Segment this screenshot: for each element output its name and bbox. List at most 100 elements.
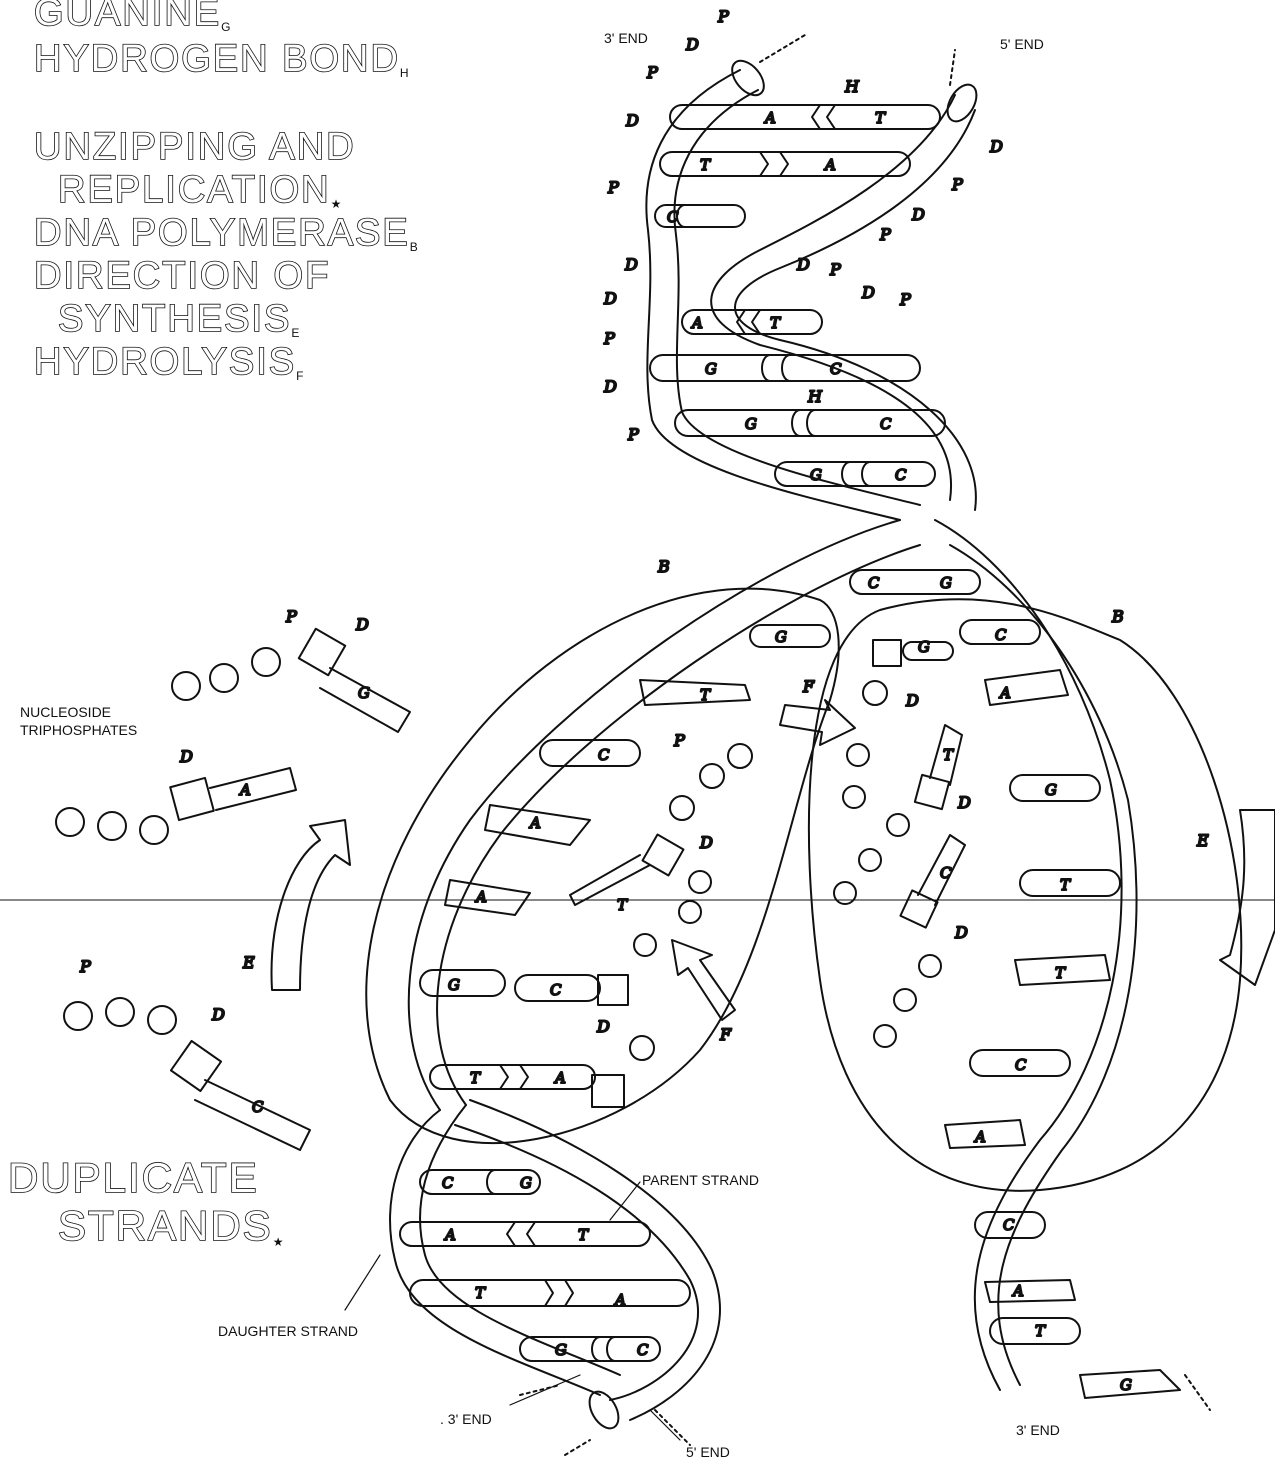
base-c-12: C (442, 1174, 454, 1192)
base-t-12: T (1035, 1322, 1046, 1340)
hand-d-11: D (179, 747, 193, 766)
base-t-5: T (470, 1069, 481, 1087)
middle-base-letters: C G G T C A A G C T A C A G T T C A (448, 574, 1071, 1146)
hand-p-6: P (951, 175, 963, 194)
base-c-11: C (252, 1098, 264, 1116)
hand-f-2: F (719, 1025, 732, 1044)
base-g-2: G (745, 415, 757, 433)
right-parent-strand-b (950, 545, 1137, 1385)
bottom-base-letters: C G A T T A G C (442, 1174, 649, 1359)
base-t-6: T (1060, 876, 1071, 894)
hand-d-2: D (625, 111, 639, 130)
base-g-4: G (940, 574, 952, 592)
base-a-12: A (1011, 1282, 1024, 1300)
top-hand-labels: P D P D P D D P D P H D P D P D P D P H (603, 7, 1003, 444)
hand-e-1: E (242, 953, 255, 972)
bottom-strand-end (584, 1387, 625, 1434)
base-a-7: A (998, 684, 1011, 702)
hand-d-13: D (699, 833, 713, 852)
incoming-letters: T G T C (617, 638, 954, 914)
hand-d-3: D (624, 255, 638, 274)
base-t-8: T (617, 896, 628, 914)
e-arrow-right (1220, 810, 1275, 985)
hand-d-9: D (861, 283, 875, 302)
left-daughter-bases (420, 625, 830, 1089)
base-g-11: G (555, 1341, 567, 1359)
base-c-10: C (940, 864, 952, 882)
left-polymerase (366, 589, 838, 1143)
top-strand-2-dots (950, 50, 955, 85)
top-strand-1-end (726, 55, 770, 101)
bottom-strand-a (390, 1110, 600, 1395)
hand-d-15: D (905, 691, 919, 710)
right-daughter-bases (945, 620, 1120, 1148)
bottom-strand-d (470, 1100, 720, 1420)
hand-b-2: B (1111, 607, 1124, 626)
bottom-right-letters: C A T G (1003, 1216, 1132, 1394)
base-c-3: C (880, 415, 892, 433)
hand-p-11: P (79, 957, 91, 976)
bottom-base-pairs (400, 1170, 690, 1361)
hand-d-1: D (685, 35, 699, 54)
base-c-6: C (598, 746, 610, 764)
base-t-4: T (700, 686, 711, 704)
base-g-9: G (358, 684, 370, 702)
hand-p-4: P (603, 329, 615, 348)
base-c-4: C (895, 466, 907, 484)
base-c-8: C (995, 626, 1007, 644)
bottom-right-bases (975, 1212, 1180, 1398)
base-a-1: A (763, 109, 776, 127)
base-t-7: T (1055, 964, 1066, 982)
base-t-3: T (770, 314, 781, 332)
bottom-strand-c (455, 1125, 698, 1400)
base-c-2: C (830, 360, 842, 378)
leader-3end (510, 1375, 580, 1405)
right-polymerase (809, 599, 1241, 1191)
hand-h-1: H (844, 77, 860, 96)
base-a-4: A (528, 814, 541, 832)
hand-h-2: H (807, 387, 823, 406)
base-g-5: G (775, 628, 787, 646)
base-a-10: A (443, 1226, 456, 1244)
hand-d-6: D (989, 137, 1003, 156)
hand-p-3: P (607, 178, 619, 197)
base-a-11: A (613, 1291, 626, 1309)
base-a-3: A (690, 314, 703, 332)
base-a-8: A (973, 1128, 986, 1146)
hand-d-16: D (957, 793, 971, 812)
base-g-10: G (520, 1174, 532, 1192)
hand-f-1: F (802, 677, 815, 696)
hand-b-1: B (657, 557, 670, 576)
hand-d-14: D (596, 1017, 610, 1036)
bottom-dots-1 (565, 1440, 590, 1455)
leader-daughter (345, 1255, 380, 1310)
f-arrow-2 (672, 940, 735, 1020)
base-t-10: T (578, 1226, 589, 1244)
hand-p-8: P (829, 260, 841, 279)
base-c-13: C (637, 1341, 649, 1359)
base-c-1: C (667, 208, 679, 226)
hand-d-17: D (954, 923, 968, 942)
base-t-2: T (700, 156, 711, 174)
top-strand-1-dots (760, 35, 805, 62)
base-c-5: C (868, 574, 880, 592)
base-g-12: G (1120, 1376, 1132, 1394)
base-c-7: C (550, 981, 562, 999)
base-t-9: T (943, 746, 954, 764)
bottom-dots-3 (655, 1410, 690, 1445)
hand-p-2: P (646, 63, 658, 82)
free-nucleotides (56, 629, 410, 1150)
e-arrow-left (272, 820, 350, 990)
hand-d-4: D (603, 289, 617, 308)
base-c-14: C (1003, 1216, 1015, 1234)
base-a-2: A (823, 156, 836, 174)
bottom-right-dots (1185, 1375, 1210, 1410)
left-parent-strand-b (437, 545, 920, 1105)
base-t-11: T (475, 1284, 486, 1302)
hand-d-12: D (211, 1005, 225, 1024)
base-t-1: T (875, 109, 886, 127)
base-a-6: A (553, 1069, 566, 1087)
hand-e-2: E (1196, 831, 1209, 850)
